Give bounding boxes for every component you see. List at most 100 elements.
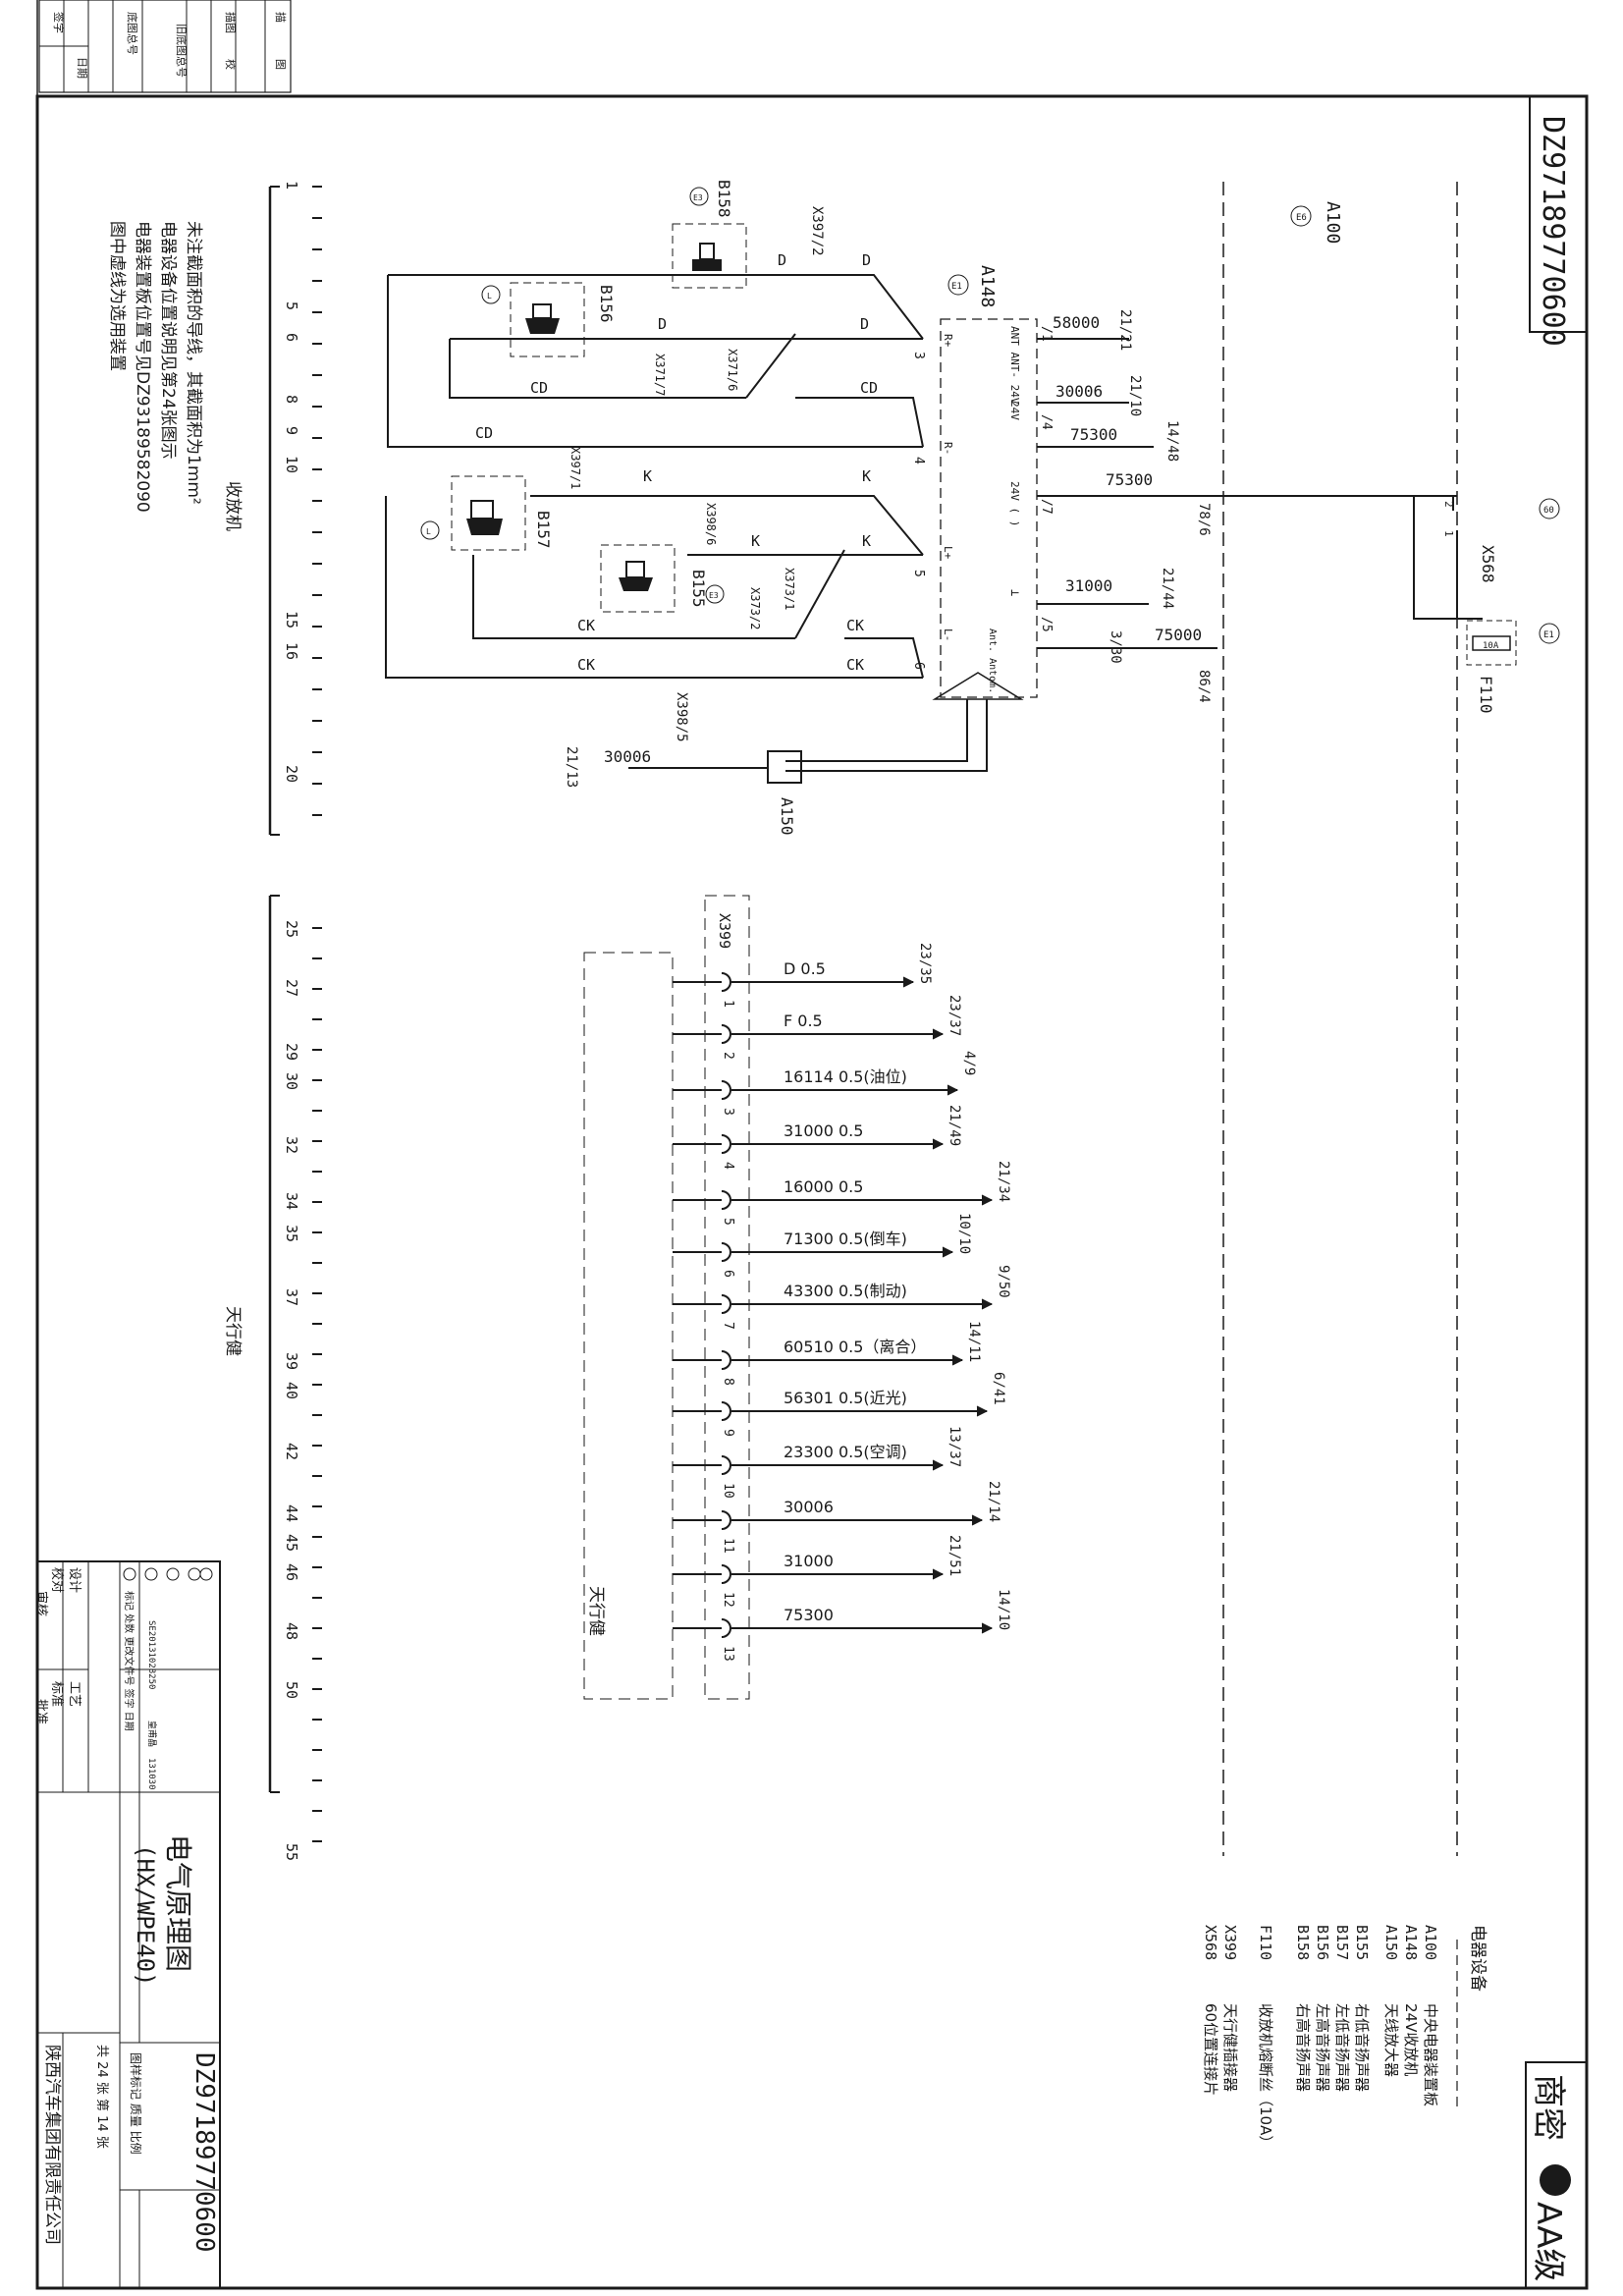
ruler-number: 55 — [283, 1843, 300, 1861]
svg-text:E3: E3 — [709, 591, 719, 600]
svg-text:批准: 批准 — [33, 1699, 48, 1724]
x399-wire: 31000 — [784, 1552, 834, 1570]
legend-desc: 天线放大器 — [1382, 2003, 1400, 2077]
antenna-amplifier: A150 30006 21/13 — [564, 699, 988, 836]
connector-labels: X397/2 X371/7 X371/6 X397/1 X398/6 X373/… — [568, 206, 825, 742]
arrow-icon — [932, 1459, 945, 1471]
speaker-ref: B156 — [597, 285, 616, 323]
company-name: 陕西汽车集团有限责任公司 — [42, 2045, 62, 2245]
svg-text:图样标记 质量 比例: 图样标记 质量 比例 — [129, 2052, 143, 2155]
svg-text:X568: X568 — [1479, 545, 1497, 583]
svg-text:K: K — [862, 532, 871, 550]
svg-text:X398/5: X398/5 — [674, 692, 689, 742]
svg-text:R-: R- — [942, 442, 954, 455]
speaker-ref: B155 — [689, 570, 708, 608]
legend-desc: 右高音扬声器 — [1294, 2003, 1312, 2092]
legend-ref: F110 — [1257, 1925, 1274, 1960]
speaker-ref: B158 — [715, 180, 733, 218]
x399-wire: 43300 0.5(制动) — [784, 1282, 907, 1300]
x399-pin: 6 — [721, 1270, 735, 1278]
x399-dest: 6/41 — [991, 1372, 1006, 1405]
strip-label-base: 底图总号 — [126, 12, 139, 55]
legend-ref: A148 — [1402, 1925, 1420, 1960]
ruler-number: 42 — [283, 1443, 300, 1460]
arrow-icon — [981, 1622, 994, 1634]
legend-ref: B158 — [1294, 1925, 1312, 1960]
svg-text:14/48: 14/48 — [1164, 420, 1180, 462]
ruler-number: 45 — [283, 1534, 300, 1552]
x399-dest: 21/34 — [996, 1161, 1011, 1202]
svg-text:30006: 30006 — [604, 747, 651, 766]
location-marker-icon — [689, 187, 709, 206]
arrow-icon — [902, 976, 915, 988]
location-marker-icon — [481, 285, 501, 304]
svg-text:131030: 131030 — [146, 1758, 156, 1790]
ruler-number: 35 — [283, 1225, 300, 1242]
svg-text:CK: CK — [846, 617, 864, 634]
speaker-icon — [625, 561, 645, 578]
arrow-icon — [971, 1514, 984, 1526]
note-line-2: 电器设备位置说明见第24张图示 — [158, 221, 178, 460]
svg-text:CD: CD — [475, 424, 493, 442]
x399-pin: 2 — [721, 1052, 735, 1060]
pin-socket-icon — [721, 1455, 731, 1475]
component-legend: 电器设备 A100中央电器装置板A14824V收放机A150天线放大器B155右… — [1202, 1925, 1488, 2150]
drawing-frame — [35, 94, 1589, 2290]
arrow-icon — [976, 1405, 989, 1417]
pin-socket-icon — [721, 1190, 731, 1210]
pin-socket-icon — [721, 1134, 731, 1154]
svg-text:K: K — [751, 532, 760, 550]
fuse-f110: 10A F110 E1 — [1466, 620, 1560, 714]
ruler-number: 5 — [283, 301, 300, 310]
radio-ref: A148 — [977, 265, 998, 307]
svg-text:E1: E1 — [951, 282, 962, 292]
svg-text:标准: 标准 — [49, 1681, 64, 1707]
svg-text:SE20131028250: SE20131028250 — [146, 1620, 156, 1689]
svg-text:K: K — [862, 467, 871, 485]
svg-text:D: D — [658, 315, 667, 333]
svg-text:L+: L+ — [942, 546, 954, 560]
ruler-number: 9 — [283, 426, 300, 435]
svg-text:L: L — [487, 292, 492, 301]
svg-text:共 24 张 第 14 张: 共 24 张 第 14 张 — [94, 2045, 109, 2149]
revision-circle-icon — [166, 1567, 180, 1581]
svg-text:3: 3 — [911, 352, 926, 359]
svg-text:标记 处数 更改文件号 签字 日期: 标记 处数 更改文件号 签字 日期 — [123, 1591, 135, 1731]
location-marker-icon — [705, 584, 725, 604]
arrow-icon — [951, 1354, 964, 1366]
ruler-number: 20 — [283, 765, 300, 783]
svg-text:D: D — [778, 251, 786, 269]
ruler-number: 39 — [283, 1352, 300, 1370]
svg-text:58000: 58000 — [1053, 313, 1100, 332]
speaker-wiring — [385, 274, 924, 679]
legend-ref: B156 — [1314, 1925, 1331, 1960]
x399-wire: 23300 0.5(空调) — [784, 1443, 907, 1461]
location-marker-icon — [947, 274, 969, 296]
svg-text:CK: CK — [577, 656, 595, 674]
strip-label-date: 日期 — [76, 57, 88, 79]
position-ruler: 1568910151620252729303234353739404244454… — [223, 181, 322, 1861]
speaker-ref: B157 — [534, 511, 553, 549]
ruler-number: 27 — [283, 979, 300, 997]
x399-wire: 16114 0.5(油位) — [784, 1067, 907, 1086]
svg-text:工艺: 工艺 — [67, 1681, 81, 1707]
x399-pin: 7 — [721, 1322, 735, 1330]
radio-output-wiring — [1037, 338, 1483, 649]
x399-wire: 16000 0.5 — [784, 1177, 863, 1196]
ruler-number: 50 — [283, 1681, 300, 1699]
svg-text:校对: 校对 — [49, 1567, 65, 1593]
svg-text:21/10: 21/10 — [1127, 375, 1143, 416]
x399-wire: 31000 0.5 — [784, 1121, 863, 1140]
arrow-icon — [981, 1194, 994, 1206]
pin-socket-icon — [721, 1242, 731, 1262]
legend-desc: 右低音扬声器 — [1353, 2003, 1371, 2092]
svg-text:75000: 75000 — [1155, 626, 1202, 644]
ruler-number: 10 — [283, 456, 300, 473]
pin-socket-icon — [721, 1401, 731, 1421]
